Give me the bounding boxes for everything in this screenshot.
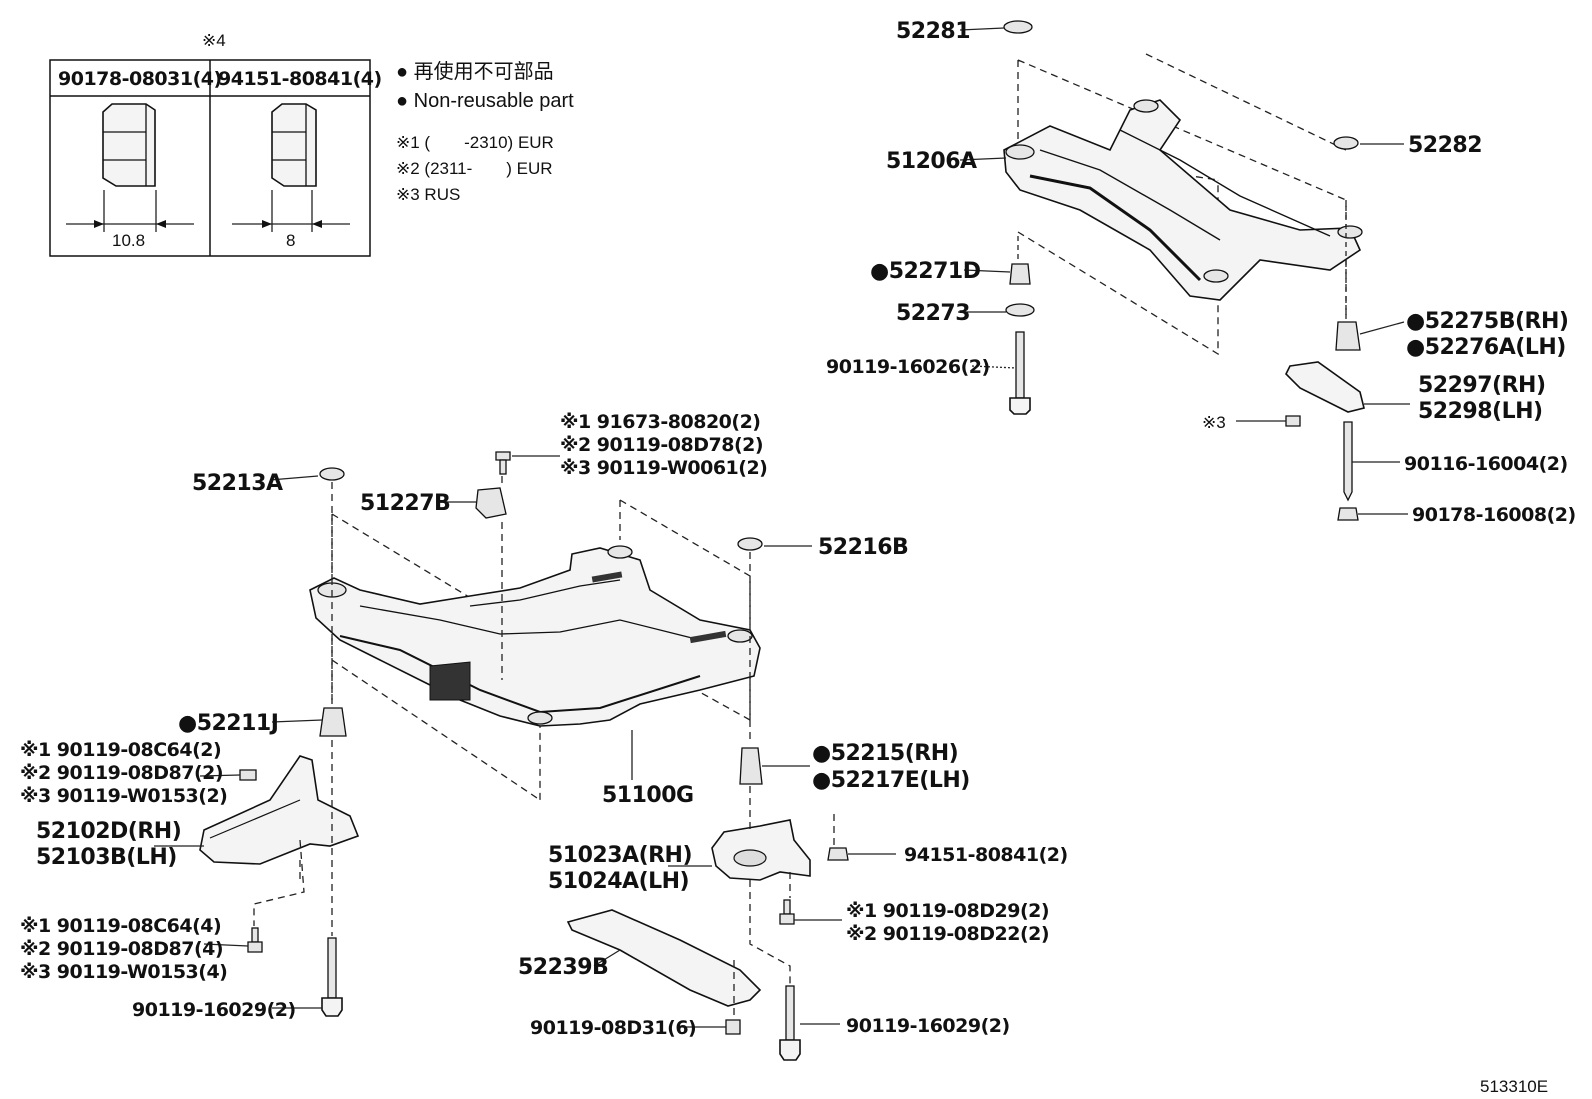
- legend-jp: ● 再使用不可部品: [396, 60, 554, 83]
- box-dim-2: 8: [286, 231, 295, 250]
- label-90116-16004: 90116-16004(2): [1404, 453, 1568, 475]
- label-52281: 52281: [896, 19, 970, 44]
- legend: ● 再使用不可部品 ● Non-reusable part ※1 ( -2310…: [396, 60, 574, 204]
- legend-note-3: ※3 RUS: [396, 185, 460, 204]
- diagram-id: 513310E: [1480, 1077, 1548, 1096]
- bush-52271D-icon: [1009, 263, 1031, 285]
- washer-52216B-icon: [737, 537, 763, 551]
- label-52102D: 52102D(RH): [36, 819, 181, 844]
- bolt-91673-icon: [495, 451, 511, 475]
- label-90119-08D87-4: ※2 90119-08D87(4): [20, 938, 223, 960]
- label-90119-16029-right: 90119-16029(2): [846, 1015, 1010, 1037]
- label-51100G: 51100G: [602, 783, 694, 808]
- label-51227B: 51227B: [360, 491, 450, 516]
- label-52273: 52273: [896, 301, 970, 326]
- box-part-2: 94151-80841(4): [218, 68, 382, 90]
- label-94151-80841: 94151-80841(2): [904, 844, 1068, 866]
- bracket-51023A-icon: [711, 819, 811, 881]
- label-52213A: 52213A: [192, 471, 283, 496]
- front-crossmember-icon: [309, 545, 761, 727]
- label-90119-W0061: ※3 90119-W0061(2): [560, 457, 767, 479]
- label-90119-16029-left: 90119-16029(2): [132, 999, 296, 1021]
- legend-note-1: ※1 ( -2310) EUR: [396, 133, 554, 152]
- rear-subframe-group: 52281 51206A ●52271D 52273 90119-16026(2…: [826, 19, 1576, 526]
- label-90119-08D29: ※1 90119-08D29(2): [846, 900, 1049, 922]
- label-note-3-rear: ※3: [1202, 413, 1226, 432]
- bolt-90119-16026-icon: [1009, 331, 1031, 415]
- flange-nut-icon: [271, 103, 317, 187]
- label-90119-W0153-4: ※3 90119-W0153(4): [20, 961, 227, 983]
- bush-52215-icon: [739, 747, 763, 785]
- label-52216B: 52216B: [818, 535, 908, 560]
- legend-en: ● Non-reusable part: [396, 90, 574, 112]
- label-51206A: 51206A: [886, 149, 977, 174]
- brace-52239B-icon: [566, 909, 762, 1007]
- label-52298: 52298(LH): [1418, 399, 1543, 424]
- label-52211J: ●52211J: [178, 711, 278, 736]
- label-90119-08C64-4: ※1 90119-08C64(4): [20, 915, 221, 937]
- label-90119-08C64-2: ※1 90119-08C64(2): [20, 739, 221, 761]
- flange-nut-icon: [102, 103, 156, 187]
- label-90119-08D87-2: ※2 90119-08D87(2): [20, 762, 223, 784]
- label-52217E: ●52217E(LH): [812, 768, 970, 793]
- label-91673-80820: ※1 91673-80820(2): [560, 411, 760, 433]
- washer-52282-icon: [1333, 136, 1359, 150]
- bolt-90119-16029-left-icon: [321, 937, 343, 1017]
- bracket-52297-icon: [1285, 361, 1365, 413]
- label-51024A: 51024A(LH): [548, 869, 689, 894]
- label-52282: 52282: [1408, 133, 1482, 158]
- bolt-90119-08C64-2-icon: [239, 769, 257, 781]
- box-part-1: 90178-08031(4): [58, 68, 222, 90]
- washer-52281-icon: [1003, 20, 1033, 34]
- stud-90116-16004-icon: [1343, 421, 1353, 502]
- washer-52213A-icon: [319, 467, 345, 481]
- front-subframe-group: 52213A 51227B ※1 91673-80820(2) ※2 90119…: [20, 411, 1068, 1061]
- bracket-51227B-icon: [475, 487, 507, 519]
- bush-52275B-icon: [1335, 321, 1361, 351]
- bolt-90119-16029-right-icon: [779, 985, 801, 1061]
- label-52275B: ●52275B(RH): [1406, 309, 1568, 334]
- box-note-mark: ※4: [202, 31, 226, 50]
- bolt-90119-08D29-icon: [779, 899, 795, 925]
- box-dim-1: 10.8: [112, 231, 145, 250]
- bush-52211J-icon: [319, 707, 347, 737]
- label-90119-08D31: 90119-08D31(6): [530, 1017, 696, 1039]
- legend-note-2: ※2 (2311- ) EUR: [396, 159, 553, 178]
- bracket-52102D-icon: [199, 755, 360, 865]
- label-90119-08D22: ※2 90119-08D22(2): [846, 923, 1049, 945]
- nut-90178-16008-icon: [1337, 507, 1359, 521]
- label-51023A: 51023A(RH): [548, 843, 692, 868]
- nut-94151-80841-icon: [827, 847, 849, 861]
- label-52103B: 52103B(LH): [36, 845, 177, 870]
- bolt-n3-icon: [1285, 415, 1301, 427]
- label-90119-08D78: ※2 90119-08D78(2): [560, 434, 763, 456]
- rear-crossmember-icon: [1003, 99, 1363, 301]
- label-90119-W0153-2: ※3 90119-W0153(2): [20, 785, 227, 807]
- nut-spec-box: ※4 90178-08031(4) 94151-80841(4) 10.8 8: [49, 31, 382, 257]
- bolt-90119-08D31-icon: [725, 1019, 741, 1035]
- label-52276A: ●52276A(LH): [1406, 335, 1566, 360]
- label-52215: ●52215(RH): [812, 741, 958, 766]
- label-52239B: 52239B: [518, 955, 608, 980]
- washer-52273-icon: [1005, 303, 1035, 317]
- label-52271D: ●52271D: [870, 259, 981, 284]
- label-52297: 52297(RH): [1418, 373, 1546, 398]
- label-90119-16026: 90119-16026(2): [826, 356, 990, 378]
- label-90178-16008: 90178-16008(2): [1412, 504, 1576, 526]
- bolt-90119-08C64-4-icon: [247, 927, 263, 953]
